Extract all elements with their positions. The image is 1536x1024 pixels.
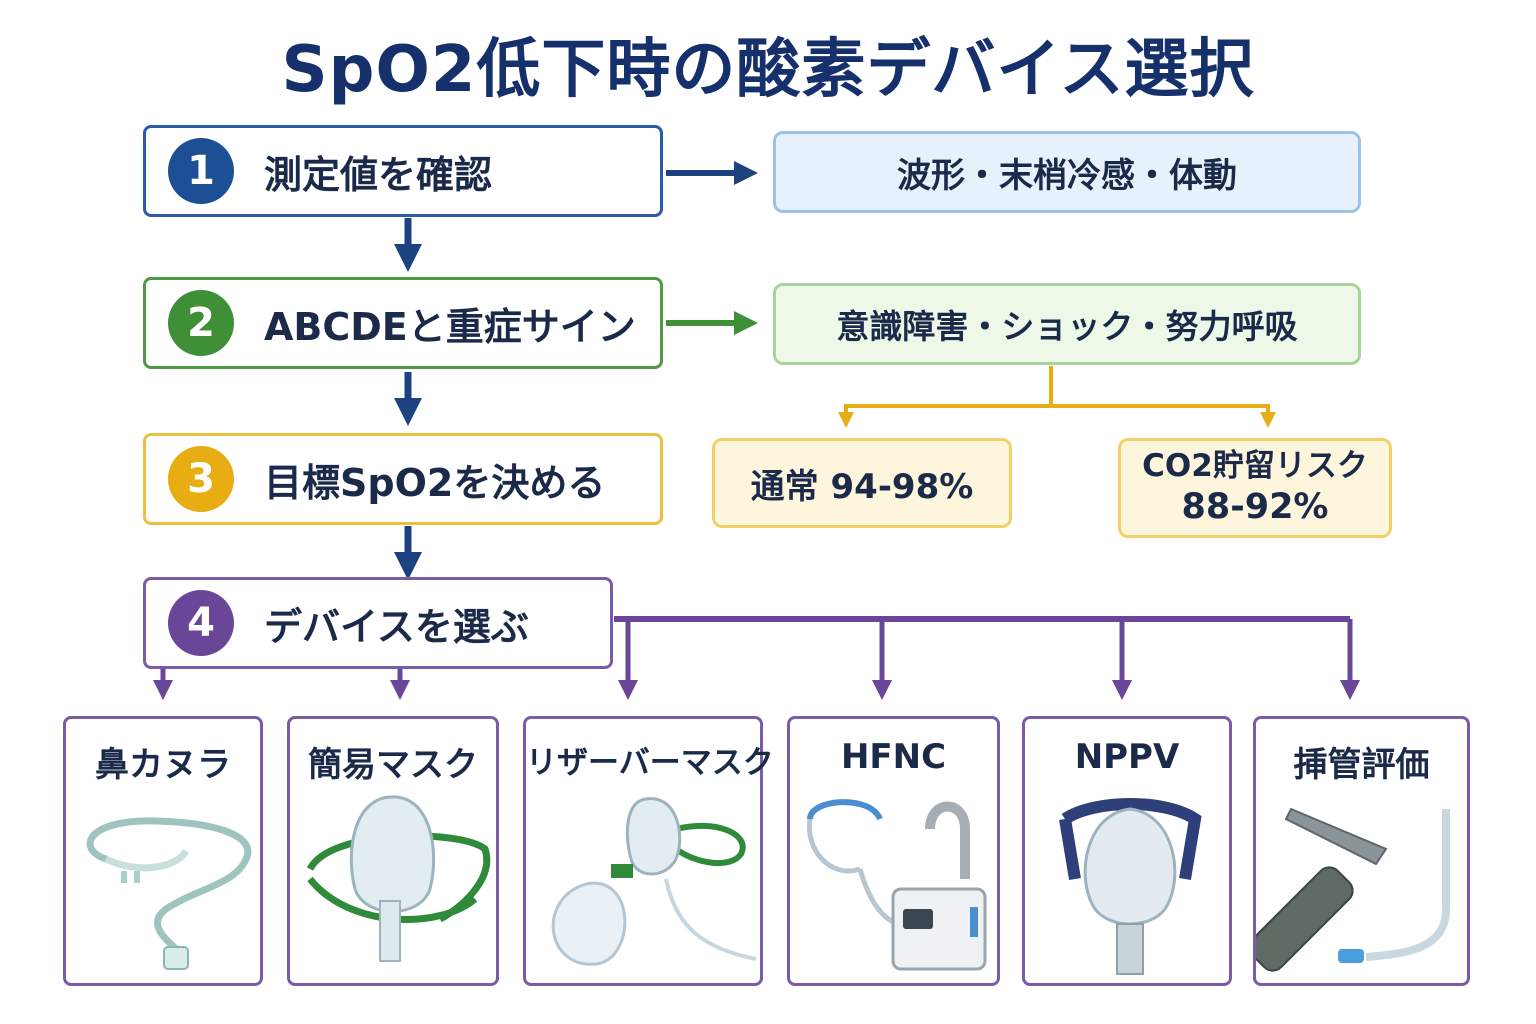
target-co2-label: CO2貯留リスク <box>1142 448 1368 485</box>
hfnc-icon <box>806 799 987 971</box>
target-co2-box: CO2貯留リスク 88-92% <box>1118 438 1392 538</box>
target-co2-range: 88-92% <box>1181 486 1329 527</box>
device-label: 挿管評価 <box>1293 745 1430 785</box>
laryngoscope-icon <box>1256 807 1450 972</box>
step-3-box: 3 目標SpO2を決める <box>143 433 663 525</box>
device-card-simple-mask: 簡易マスク <box>287 716 499 986</box>
step-1-label: 測定値を確認 <box>264 152 493 197</box>
device-card-intubation: 挿管評価 <box>1253 716 1470 986</box>
step-3-number-badge: 3 <box>168 446 234 512</box>
severe-signs-box: 意識障害・ショック・努力呼吸 <box>773 283 1361 365</box>
measurement-check-box: 波形・末梢冷感・体動 <box>773 131 1361 213</box>
device-label: 簡易マスク <box>308 745 478 785</box>
nppv-mask-icon <box>1059 798 1202 975</box>
device-card-nppv: NPPV <box>1022 716 1232 986</box>
step-2-box: 2 ABCDEと重症サイン <box>143 277 663 369</box>
target-normal-box: 通常 94-98% <box>712 438 1012 528</box>
device-label: NPPV <box>1074 737 1180 777</box>
step-4-number-badge: 4 <box>168 590 234 656</box>
step-2-number-badge: 2 <box>168 290 234 356</box>
device-label: リザーバーマスク <box>526 745 774 781</box>
step-4-box: 4 デバイスを選ぶ <box>143 577 613 669</box>
step-3-label: 目標SpO2を決める <box>264 460 606 505</box>
device-card-reservoir-mask: リザーバーマスク <box>523 716 774 986</box>
reservoir-mask-icon <box>551 797 757 966</box>
step-1-box: 1 測定値を確認 <box>143 125 663 217</box>
device-card-hfnc: HFNC <box>787 716 1000 986</box>
step-1-number-badge: 1 <box>168 138 234 204</box>
device-label: HFNC <box>840 737 947 777</box>
step-4-label: デバイスを選ぶ <box>264 604 529 649</box>
simple-mask-icon <box>306 795 491 962</box>
device-label: 鼻カヌラ <box>95 745 231 785</box>
page-title: SpO2低下時の酸素デバイス選択 <box>281 33 1255 107</box>
device-card-nasal-cannula: 鼻カヌラ <box>63 716 263 986</box>
nasal-cannula-icon <box>86 817 252 970</box>
target-split-line <box>838 366 1053 428</box>
step-2-label: ABCDEと重症サイン <box>264 304 636 349</box>
